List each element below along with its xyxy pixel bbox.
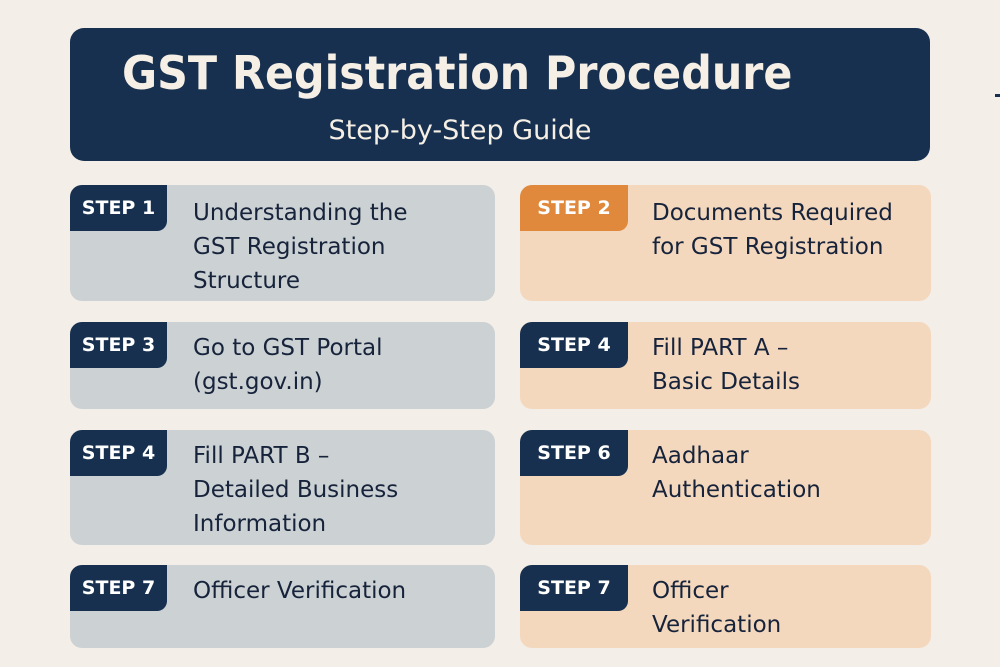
step-card-7-right: STEP 7 Officer Verification	[520, 565, 931, 648]
step-card-7-left: STEP 7 Officer Verification	[70, 565, 495, 648]
step-badge: STEP 4	[70, 430, 167, 476]
edge-mark	[995, 94, 1000, 97]
header-banner: GST Registration Procedure Step-by-Step …	[70, 28, 930, 161]
step-text: Go to GST Portal (gst.gov.in)	[193, 335, 383, 395]
page-subtitle: Step-by-Step Guide	[328, 115, 592, 146]
step-card-6: STEP 6 Aadhaar Authentication	[520, 430, 931, 545]
step-card-3: STEP 3 Go to GST Portal (gst.gov.in)	[70, 322, 495, 409]
step-badge: STEP 3	[70, 322, 167, 368]
step-text: Officer Verification	[193, 578, 407, 604]
page-title: GST Registration Procedure	[122, 46, 793, 100]
step-card-1: STEP 1 Understanding the GST Registratio…	[70, 185, 495, 301]
step-card-4b: STEP 4 Fill PART B – Detailed Business I…	[70, 430, 495, 545]
step-text: Fill PART A – Basic Details	[652, 335, 800, 395]
step-badge: STEP 7	[70, 565, 167, 611]
step-card-4a: STEP 4 Fill PART A – Basic Details	[520, 322, 931, 409]
step-badge: STEP 2	[520, 185, 628, 231]
step-badge: STEP 4	[520, 322, 628, 368]
step-text: Documents Required for GST Registration	[652, 200, 893, 260]
step-badge: STEP 6	[520, 430, 628, 476]
step-text: Fill PART B – Detailed Business Informat…	[193, 443, 399, 537]
step-text: Officer Verification	[652, 578, 782, 638]
step-badge: STEP 7	[520, 565, 628, 611]
step-badge: STEP 1	[70, 185, 167, 231]
step-text: Aadhaar Authentication	[652, 443, 821, 503]
step-card-2: STEP 2 Documents Required for GST Regist…	[520, 185, 931, 301]
step-text: Understanding the GST Registration Struc…	[193, 200, 408, 294]
